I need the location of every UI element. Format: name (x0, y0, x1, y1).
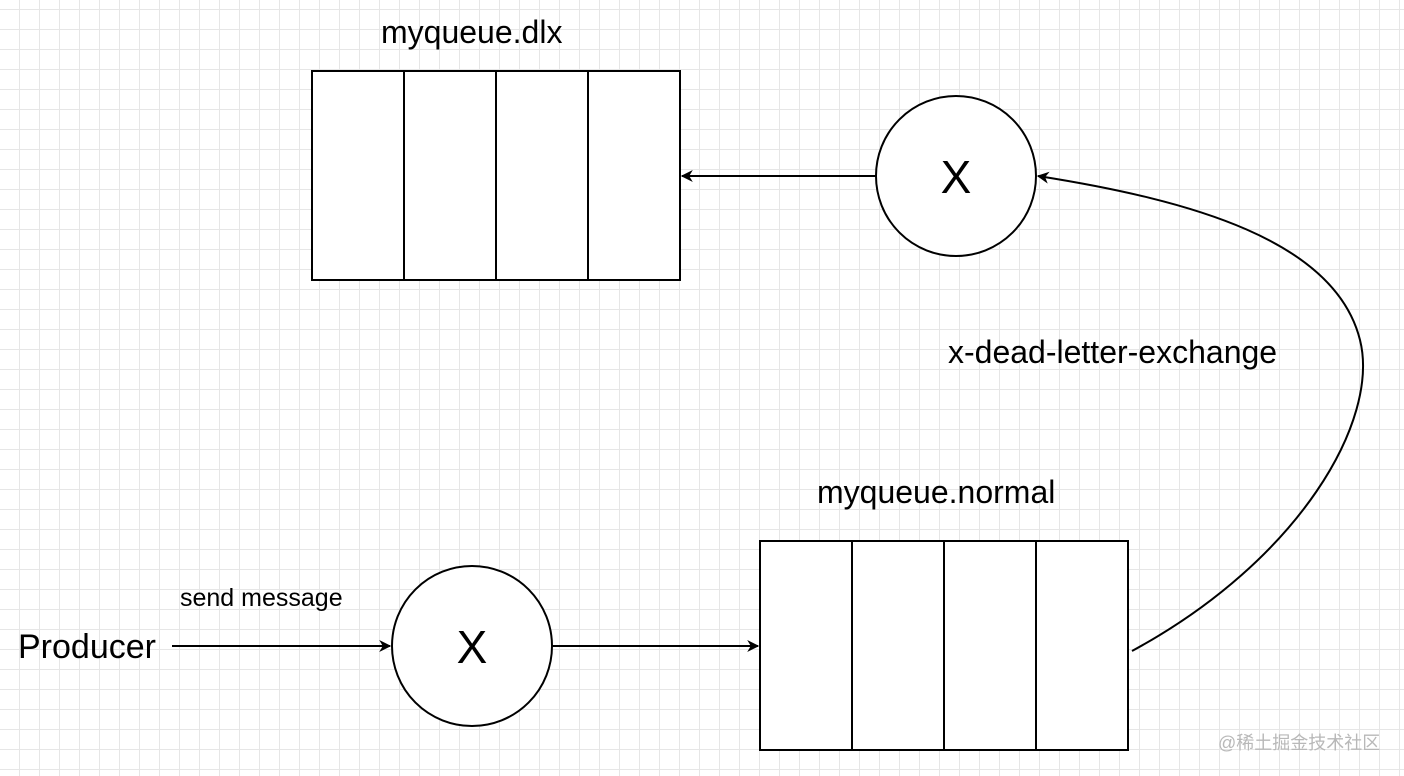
edge-dead-letter-curve (1036, 171, 1365, 652)
watermark-text: @稀土掘金技术社区 (1218, 733, 1381, 753)
dlx-queue-box (311, 70, 681, 281)
producer-label: Producer (18, 628, 156, 666)
normal-queue-title: myqueue.normal (817, 474, 1056, 510)
dlx-queue-title: myqueue.dlx (381, 14, 563, 50)
dead-letter-edge-label: x-dead-letter-exchange (948, 334, 1278, 370)
dead-letter-exchange-symbol: X (940, 151, 972, 203)
normal-queue-box (759, 540, 1129, 751)
send-message-label: send message (180, 584, 343, 612)
normal-exchange-symbol: X (456, 621, 488, 673)
